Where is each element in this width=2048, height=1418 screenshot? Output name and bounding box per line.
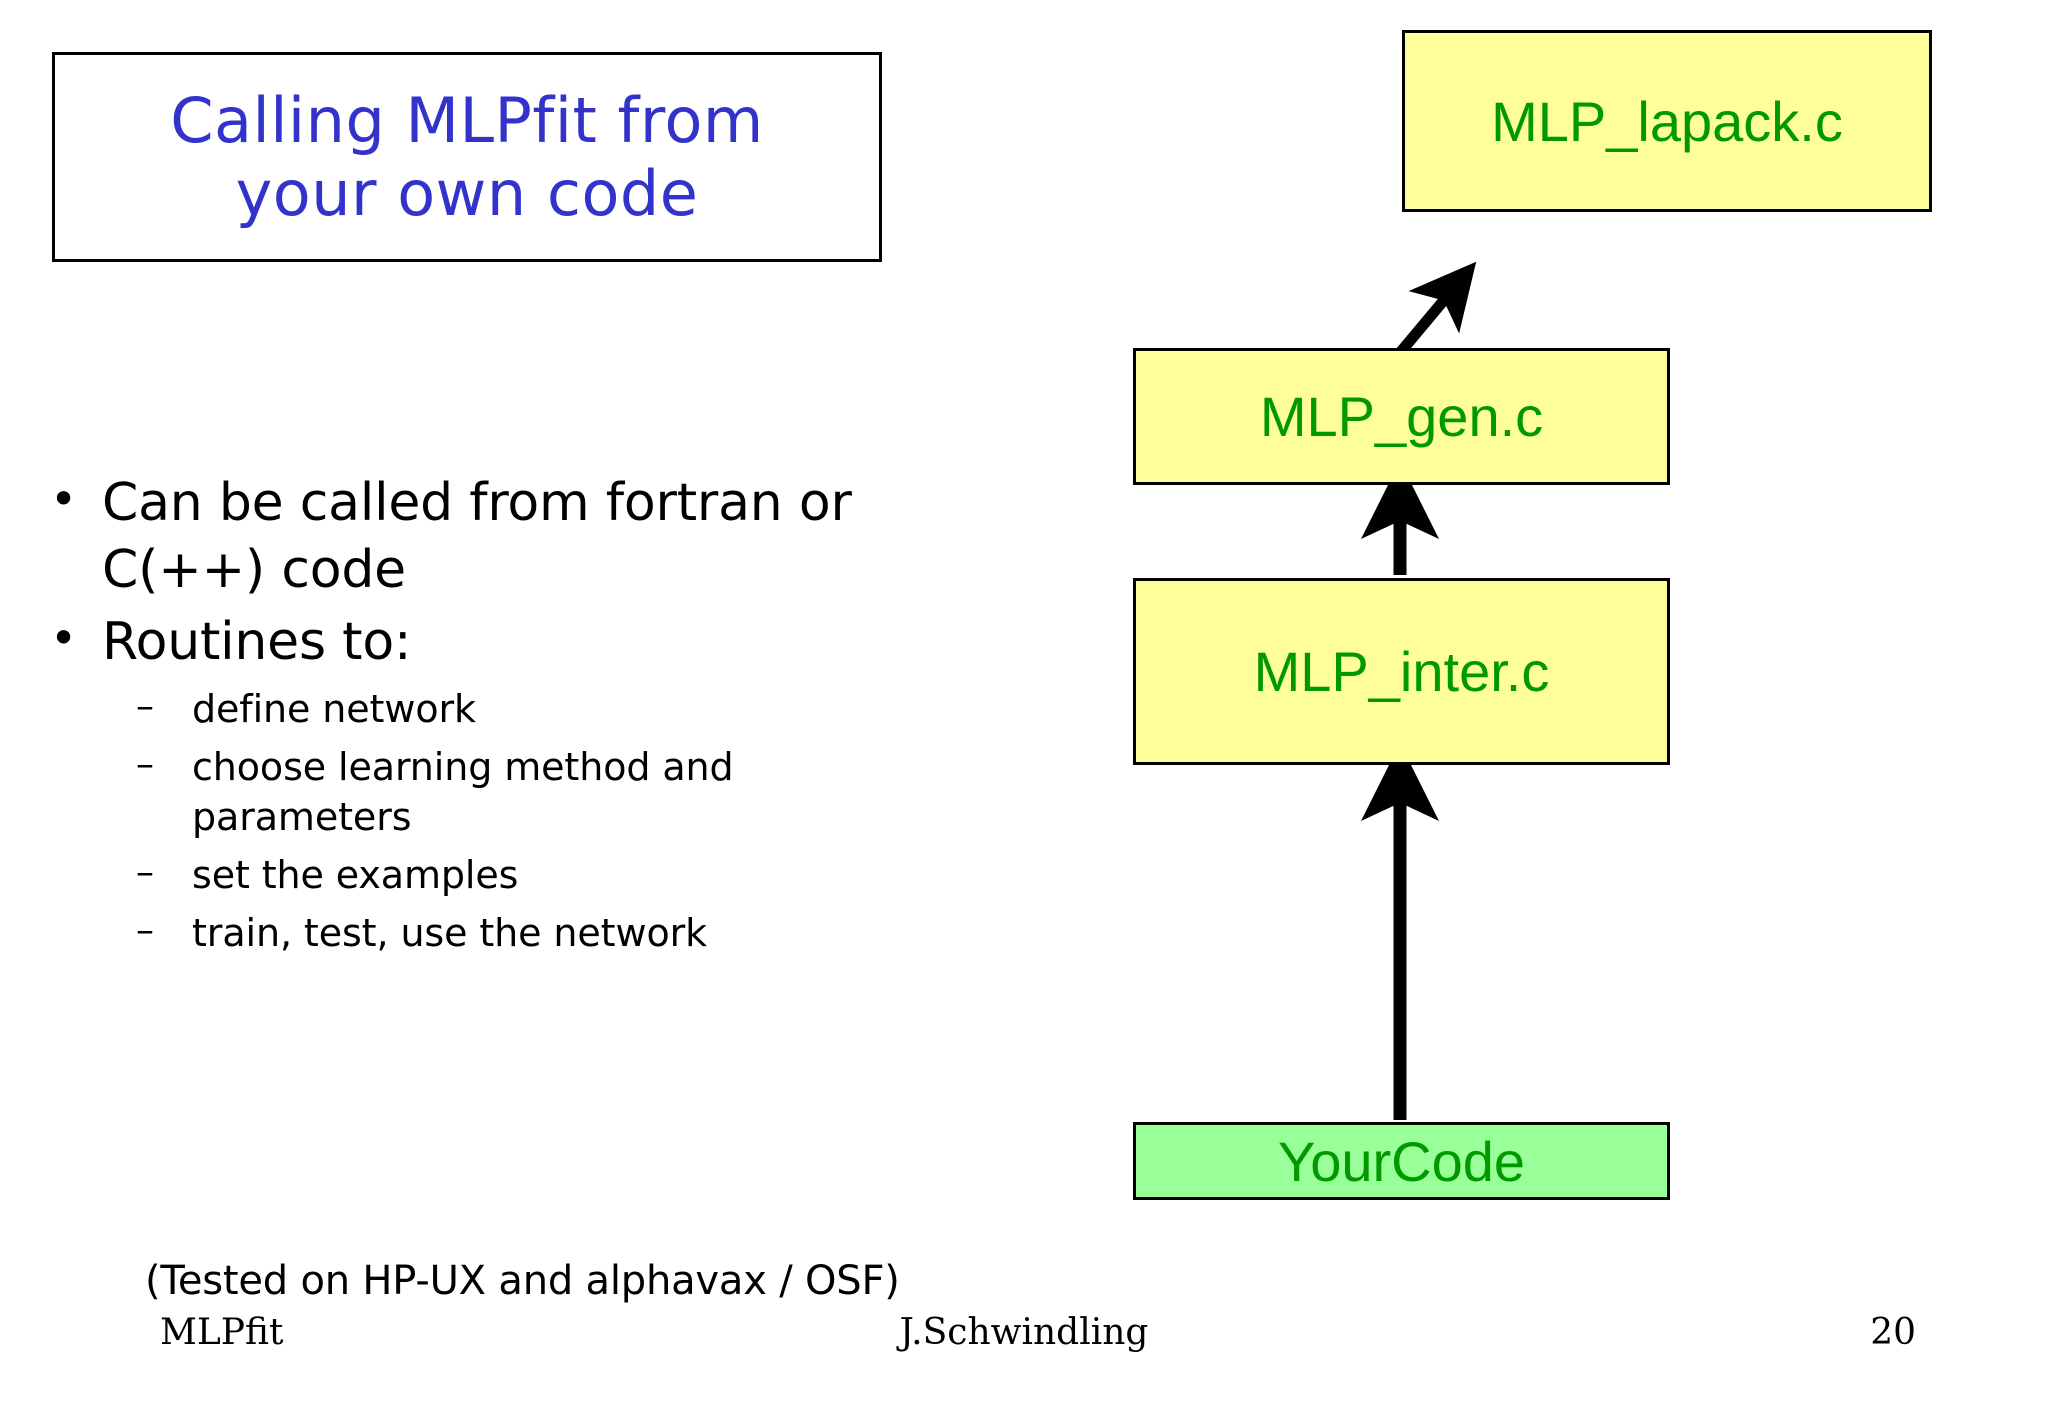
sub-bullet-text-3: set the examples [192,853,519,898]
sub-bullet-text-2: choose learning method and parameters [192,744,734,839]
slide-title-line-2: your own code [235,157,699,230]
bullet-item-2: • Routines to: [40,609,1040,676]
bullet-text-1: Can be called from fortran or C(++) code [102,473,852,600]
dash-marker-icon: – [136,685,154,727]
sub-bullet-text-4: train, test, use the network [192,911,708,956]
dash-marker-icon: – [136,852,154,894]
dash-marker-icon: – [136,743,154,785]
diagram-node-gen[interactable]: MLP_gen.c [1133,348,1670,485]
bullet-item-1: • Can be called from fortran or C(++) co… [40,470,1040,603]
sub-bullet-text-1: define network [192,686,476,731]
diagram-node-inter-label: MLP_inter.c [1253,640,1550,703]
footer-center-text: J.Schwindling [899,1312,1149,1353]
diagram-node-yourcode[interactable]: YourCode [1133,1122,1670,1200]
diagram-node-lapack-label: MLP_lapack.c [1491,89,1843,153]
diagram-node-gen-label: MLP_gen.c [1259,385,1544,448]
sub-bullet-item-2: – choose learning method and parameters [136,742,1040,842]
sub-bullet-item-4: – train, test, use the network [136,908,1040,958]
diagram-node-yourcode-label: YourCode [1277,1129,1526,1193]
sub-bullet-item-1: – define network [136,684,1040,734]
bullet-marker-icon: • [50,472,78,526]
sub-bullet-list: – define network – choose learning metho… [136,684,1040,959]
bullet-text-2: Routines to: [102,612,412,673]
diagram-node-inter[interactable]: MLP_inter.c [1133,578,1670,765]
slide-footer: MLPfit J.Schwindling 20 [0,1312,2048,1372]
footer-left-text: MLPfit [160,1312,284,1353]
diagram-node-lapack[interactable]: MLP_lapack.c [1402,30,1932,212]
tested-platforms-note: (Tested on HP-UX and alphavax / OSF) [145,1258,900,1304]
slide-title-line-1: Calling MLPfit from [170,83,764,157]
footer-page-number: 20 [1870,1312,1916,1353]
bullet-marker-icon: • [50,611,78,666]
slide-title-box: Calling MLPfit from your own code [52,52,882,262]
dash-marker-icon: – [136,910,154,952]
slide-body-content: • Can be called from fortran or C(++) co… [40,470,1040,966]
sub-bullet-item-3: – set the examples [136,850,1040,900]
